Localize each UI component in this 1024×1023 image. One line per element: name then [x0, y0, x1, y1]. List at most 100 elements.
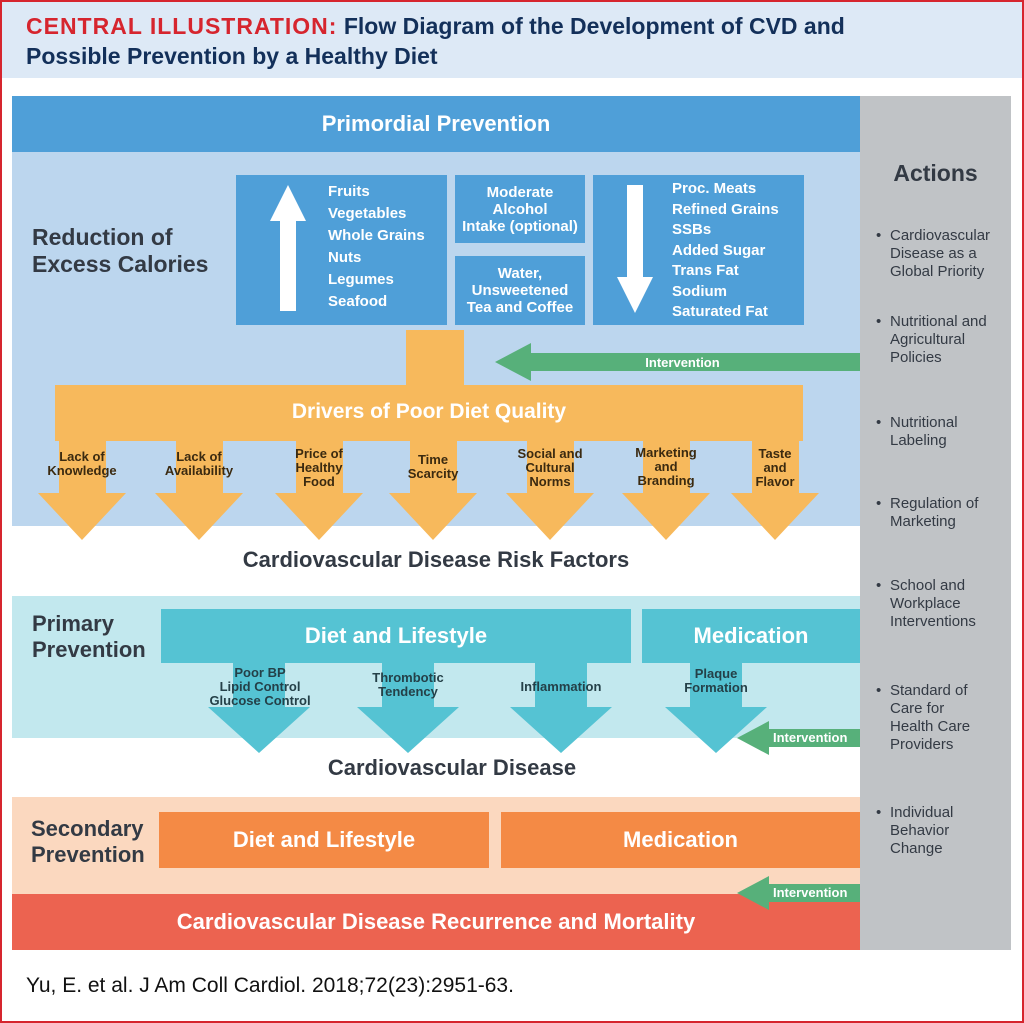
action-item: • School and Workplace Interventions [876, 577, 1010, 631]
driver-line: Scarcity [407, 466, 459, 481]
citation: Yu, E. et al. J Am Coll Cardiol. 2018;72… [26, 974, 514, 997]
up-arrow-icon [270, 185, 306, 311]
cvd-risk-factors-label: Cardiovascular Disease Risk Factors [242, 547, 630, 572]
bullet: • [876, 227, 882, 244]
primordial-prevention-banner: Primordial Prevention [12, 96, 860, 152]
driver-line: Marketing [635, 445, 697, 460]
action-line: Regulation of [890, 495, 979, 512]
driver-social-cultural-norms: Social and Cultural Norms [505, 447, 595, 489]
primary-medication-banner: Medication [642, 609, 860, 663]
secondary-diet-lifestyle-box: Diet and Lifestyle [159, 812, 489, 868]
action-line: Individual [890, 804, 954, 821]
increase-foods-box: Fruits Vegetables Whole Grains Nuts Legu… [236, 175, 447, 325]
action-line: Nutritional and [890, 313, 987, 330]
mechanism-plaque-formation: Plaque Formation [666, 667, 766, 695]
intervention-arrow-icon [495, 343, 860, 381]
driver-lack-of-availability: Lack of Availability [158, 450, 240, 478]
title-text-1: Flow Diagram of the Development of CVD a… [343, 13, 845, 39]
driver-line: Lack of [176, 449, 222, 464]
driver-lack-of-knowledge: Lack of Knowledge [42, 450, 122, 478]
primary-prevention-label: Primary Prevention [32, 611, 146, 663]
bullet: • [876, 313, 882, 330]
driver-line: Norms [529, 474, 571, 489]
actions-title: Actions [893, 159, 978, 186]
food-item: Trans Fat [672, 262, 739, 279]
actions-panel [860, 96, 1011, 950]
food-item: Refined Grains [672, 200, 779, 218]
title-line-2: Possible Prevention by a Healthy Diet [26, 43, 438, 69]
driver-taste-flavor: Taste and Flavor [735, 447, 815, 489]
food-item: Legumes [328, 271, 394, 288]
bullet: • [876, 495, 882, 512]
driver-line: Healthy [295, 460, 343, 475]
action-line: Care for [890, 700, 945, 717]
action-line: School and [890, 577, 966, 594]
action-item: • Cardiovascular Disease as a Global Pri… [876, 227, 1010, 281]
box-line: Alcohol [492, 200, 548, 218]
action-line: Labeling [890, 432, 947, 449]
food-item: Whole Grains [328, 227, 425, 244]
mechanism-inflammation: Inflammation [511, 680, 611, 694]
title-line-1: CENTRAL ILLUSTRATION: Flow Diagram of th… [26, 12, 845, 40]
action-line: Workplace [890, 595, 961, 612]
bullet: • [876, 577, 882, 594]
food-item: SSBs [672, 221, 712, 238]
driver-line: Branding [637, 473, 695, 488]
action-line: Change [890, 840, 943, 857]
food-item: Vegetables [328, 205, 407, 222]
action-line: Disease as a [890, 245, 977, 262]
action-item: • Nutritional and Agricultural Policies [876, 313, 1010, 367]
moderate-alcohol-box: Moderate Alcohol Intake (optional) [455, 175, 585, 243]
label-line: Primary [32, 611, 114, 636]
reduction-label: Reduction of Excess Calories [32, 224, 208, 278]
intervention-label: Intervention [773, 730, 848, 745]
mechanism-line: Thrombotic [372, 670, 444, 685]
driver-marketing-branding: Marketing and Branding [622, 446, 710, 488]
mechanism-line: Lipid Control [219, 679, 301, 694]
bullet: • [876, 682, 882, 699]
action-item: • Regulation of Marketing [876, 495, 1010, 531]
mechanism-line: Tendency [378, 684, 438, 699]
action-line: Marketing [890, 513, 956, 530]
intervention-label: Intervention [773, 885, 848, 900]
intervention-arrow-icon [737, 721, 860, 755]
drivers-title: Drivers of Poor Diet Quality [291, 400, 567, 423]
label-line: Prevention [31, 842, 145, 867]
action-line: Policies [890, 349, 942, 366]
label-line: Reduction of [32, 224, 173, 250]
water-tea-coffee-box: Water, Unsweetened Tea and Coffee [455, 256, 585, 325]
title-prefix: CENTRAL ILLUSTRATION: [26, 13, 338, 39]
label-line: Prevention [32, 637, 146, 662]
bullet: • [876, 804, 882, 821]
mechanism-line: Plaque [694, 666, 738, 681]
label-line: Excess Calories [32, 251, 209, 277]
box-line: Unsweetened [471, 282, 569, 299]
driver-line: Knowledge [47, 463, 117, 478]
action-line: Behavior [890, 822, 950, 839]
mechanism-line: Inflammation [520, 679, 602, 694]
action-line: Cardiovascular [890, 227, 991, 244]
action-item: • Individual Behavior Change [876, 804, 1010, 858]
recurrence-mortality-banner: Cardiovascular Disease Recurrence and Mo… [12, 894, 860, 950]
box-line: Water, [497, 265, 543, 282]
food-item: Added Sugar [672, 241, 766, 259]
action-item: • Nutritional Labeling [876, 414, 1010, 450]
driver-line: and [763, 460, 787, 475]
driver-line: Price of [295, 446, 343, 461]
action-line: Health Care [890, 718, 971, 735]
mechanism-line: Formation [684, 680, 748, 695]
secondary-prevention-label: Secondary Prevention [31, 816, 145, 868]
mechanism-line: Glucose Control [209, 693, 311, 708]
food-item: Fruits [328, 183, 370, 200]
driver-line: Time [417, 452, 449, 467]
primary-diet-lifestyle-banner: Diet and Lifestyle [161, 609, 631, 663]
secondary-medication-box: Medication [501, 812, 860, 868]
food-item: Sodium [672, 282, 727, 300]
food-item: Seafood [328, 293, 388, 310]
intervention-label: Intervention [645, 354, 720, 370]
down-arrow-icon [617, 185, 653, 313]
driver-line: Food [303, 474, 335, 489]
action-line: Providers [890, 736, 954, 753]
box-line: Moderate [486, 183, 554, 201]
